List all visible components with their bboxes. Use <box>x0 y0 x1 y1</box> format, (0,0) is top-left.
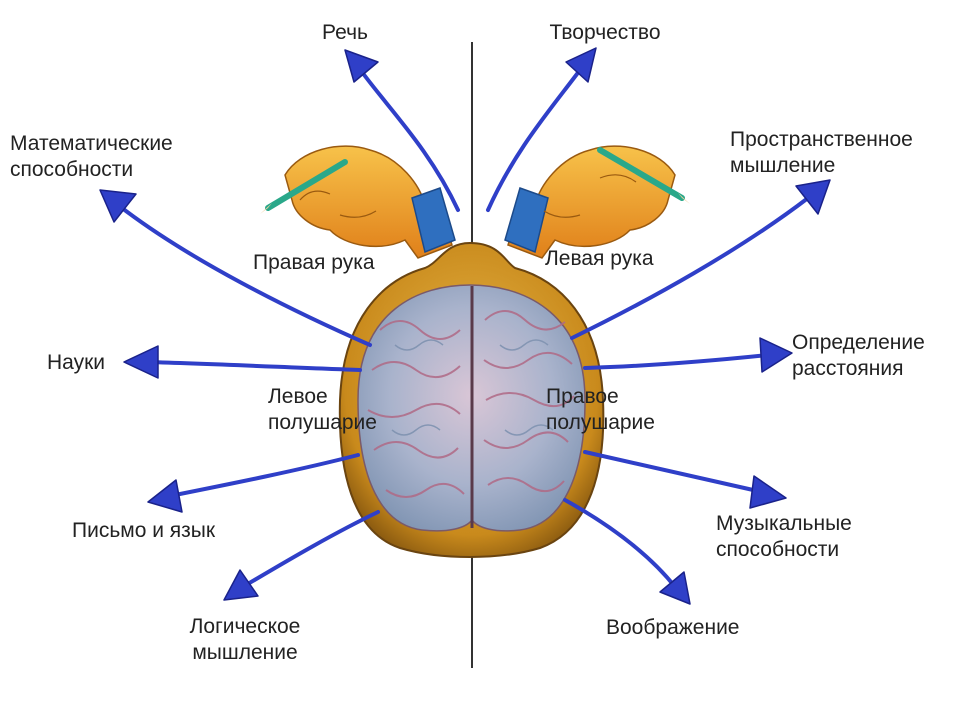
label-distance-line-2: расстояния <box>792 357 904 380</box>
arrowhead-logic <box>223 569 259 601</box>
arrow-spatial <box>570 196 810 340</box>
label-left-hand-line-1: Левая рука <box>545 247 654 270</box>
label-writing-and-language: Письмо и язык <box>72 518 272 544</box>
label-creativity: Творчество <box>525 20 685 46</box>
arrowhead-speech <box>344 49 379 83</box>
label-logic-line-1: Логическое <box>189 615 301 638</box>
label-left-hemisphere: Левое полушарие <box>268 384 408 436</box>
label-music-line-2: способности <box>716 538 840 561</box>
arrowhead-creativity <box>565 47 597 83</box>
label-right-hand: Правая рука <box>253 250 413 276</box>
arrowhead-sciences <box>123 345 159 379</box>
arrow-distance <box>583 353 770 370</box>
arrow-music <box>583 450 764 494</box>
label-spatial-line-1: Пространственное <box>730 128 913 151</box>
label-math-line-2: способности <box>10 158 134 181</box>
label-spatial-line-2: мышление <box>730 154 836 177</box>
label-distance-line-1: Определение <box>792 331 925 354</box>
label-right-hemisphere-line-2: полушарие <box>546 411 655 434</box>
label-imagination: Воображение <box>606 615 786 641</box>
label-logical-thinking: Логическое мышление <box>160 614 330 666</box>
label-speech-line-1: Речь <box>322 21 368 44</box>
arrow-sciences <box>146 360 362 372</box>
arrowhead-spatial <box>795 179 831 215</box>
right-hand-with-pencil-icon <box>260 145 456 259</box>
label-musical-abilities: Музыкальные способности <box>716 511 896 563</box>
arrowhead-imagination <box>659 571 691 605</box>
arrow-writing <box>168 453 360 498</box>
label-creativity-line-1: Творчество <box>549 21 661 44</box>
label-math-line-1: Математические <box>10 132 173 155</box>
label-writing-line-1: Письмо и язык <box>72 519 216 542</box>
label-speech: Речь <box>300 20 390 46</box>
left-hand-with-pencil-icon <box>504 145 690 259</box>
label-imagination-line-1: Воображение <box>606 616 740 639</box>
label-sciences-line-1: Науки <box>47 351 106 374</box>
label-distance-estimation: Определение расстояния <box>792 330 957 382</box>
label-spatial-thinking: Пространственное мышление <box>730 127 955 179</box>
label-left-hemisphere-line-1: Левое <box>268 385 328 408</box>
label-left-hand: Левая рука <box>545 246 695 272</box>
arrowhead-music <box>749 475 787 509</box>
arrow-imagination <box>563 498 678 590</box>
label-music-line-1: Музыкальные <box>716 512 852 535</box>
arrowhead-writing <box>147 479 183 513</box>
arrowhead-math <box>99 189 137 223</box>
label-left-hemisphere-line-2: полушарие <box>268 411 377 434</box>
label-right-hemisphere: Правое полушарие <box>546 384 686 436</box>
label-sciences: Науки <box>47 350 147 376</box>
arrow-math <box>120 206 372 347</box>
label-math-abilities: Математические способности <box>10 131 230 183</box>
arrow-logic <box>244 510 380 587</box>
label-right-hand-line-1: Правая рука <box>253 251 375 274</box>
label-right-hemisphere-line-1: Правое <box>546 385 619 408</box>
arrow-creativity <box>486 68 582 212</box>
label-logic-line-2: мышление <box>192 641 298 664</box>
brain-icon <box>338 241 605 558</box>
arrowhead-distance <box>759 337 793 373</box>
arrow-speech <box>360 70 460 212</box>
